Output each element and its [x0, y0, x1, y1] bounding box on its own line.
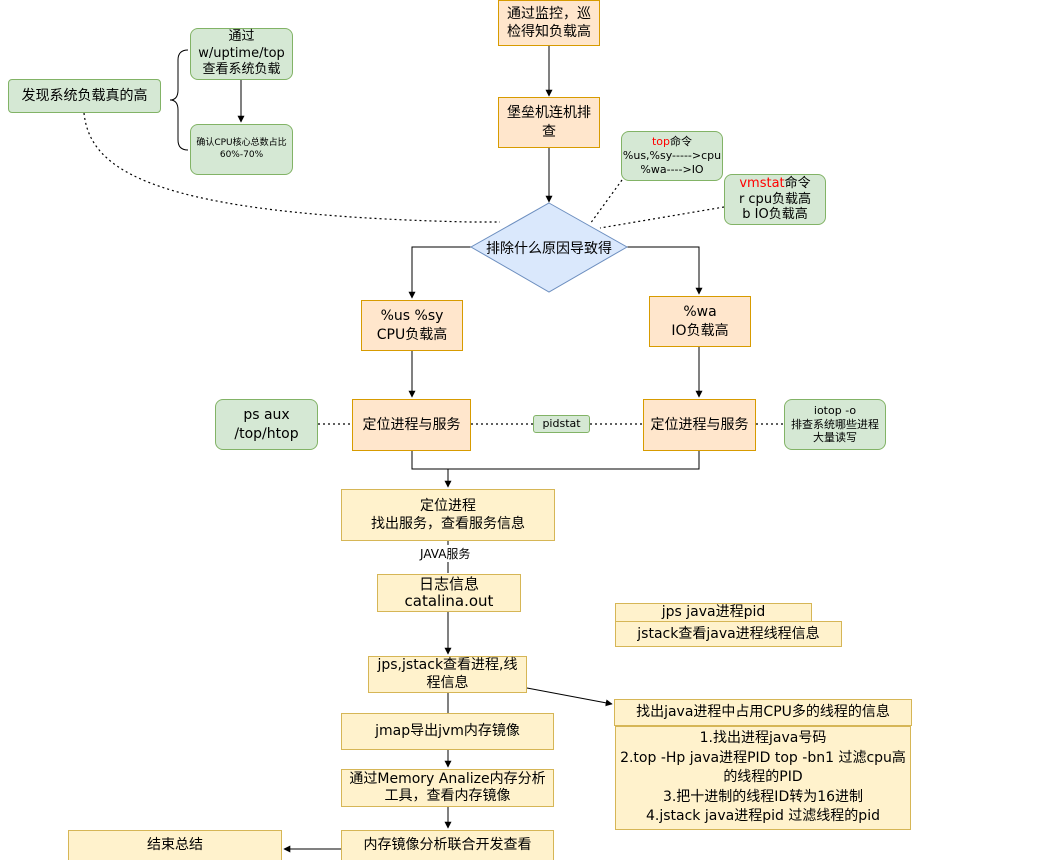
node-monitor-text: 通过监控，巡检得知负载高 — [507, 5, 591, 40]
node-monitor: 通过监控，巡检得知负载高 — [498, 0, 600, 46]
node-steps: 1.找出进程java号码 2.top -Hp java进程PID top -bn… — [615, 726, 911, 830]
node-bastion-text: 堡垒机连机排查 — [507, 105, 591, 140]
node-summary: 结束总结 — [68, 830, 282, 860]
vmstat-line-3: b IO负载高 — [742, 207, 808, 223]
step-2: 2.top -Hp java进程PID top -bn1 过滤cpu高的线程的P… — [620, 749, 906, 786]
node-uptime-text: 通过w/uptime/top查看系统负载 — [198, 28, 285, 78]
summary-text: 结束总结 — [147, 837, 203, 854]
node-jstack-info: jstack查看java进程线程信息 — [615, 621, 842, 647]
ps-aux-line-1: ps aux — [243, 407, 290, 424]
node-ps-aux: ps aux /top/htop — [215, 399, 318, 450]
top-cmd-suffix: 命令 — [670, 134, 693, 148]
node-locate-left: 定位进程与服务 — [352, 399, 471, 451]
vmstat-keyword: vmstat — [739, 176, 785, 192]
log-line-2: catalina.out — [404, 592, 494, 610]
node-jstack: jps,jstack查看进程,线程信息 — [368, 656, 527, 693]
merge-right — [448, 451, 700, 470]
node-jps-pid: jps java进程pid — [615, 603, 812, 622]
locate-process-line-1: 定位进程 — [420, 497, 476, 514]
dotted-vmstat-decision — [599, 206, 725, 229]
vmstat-title: vmstat命令 — [739, 176, 810, 192]
node-cpu-core: 确认CPU核心总数占比60%-70% — [190, 124, 293, 175]
node-locate-process: 定位进程 找出服务，查看服务信息 — [341, 489, 555, 541]
iotop-line-2: 排查系统哪些进程 — [791, 417, 879, 431]
top-line-3: %wa---->IO — [640, 163, 704, 177]
cpu-branch-line-2: CPU负载高 — [376, 326, 448, 343]
io-branch-line-2: IO负载高 — [671, 322, 729, 339]
arrow-decision-io — [627, 246, 703, 295]
step-4: 4.jstack java进程pid 过滤线程的pid — [646, 808, 880, 825]
dotted-discover-decision — [83, 112, 500, 223]
cpu-branch-line-1: %us %sy — [380, 308, 444, 325]
node-io-branch: %wa IO负载高 — [649, 296, 751, 347]
vmstat-line-2: r cpu负载高 — [738, 191, 812, 207]
locate-right-text: 定位进程与服务 — [650, 416, 749, 433]
step-1: 1.找出进程java号码 — [699, 730, 827, 747]
node-log: 日志信息 catalina.out — [377, 574, 521, 612]
jstack-text: jps,jstack查看进程,线程信息 — [377, 657, 518, 691]
node-top-cmd: top命令 %us,%sy----->cpu %wa---->IO — [621, 131, 723, 181]
decision-diamond — [469, 202, 629, 293]
iotop-line-1: iotop -o — [813, 403, 857, 417]
node-jmap: jmap导出jvm内存镜像 — [341, 713, 554, 750]
find-cpu-text: 找出java进程中占用CPU多的线程的信息 — [636, 704, 890, 721]
top-keyword: top — [651, 134, 671, 148]
memory-analyzer-text: 通过Memory Analize内存分析工具，查看内存镜像 — [349, 770, 546, 805]
node-locate-right: 定位进程与服务 — [643, 399, 756, 451]
io-branch-line-1: %wa — [683, 304, 717, 321]
node-pidstat: pidstat — [533, 415, 590, 433]
node-analyze: 内存镜像分析联合开发查看 — [341, 830, 554, 860]
step-3: 3.把十进制的线程ID转为16进制 — [662, 788, 864, 805]
merge-left — [411, 451, 448, 470]
node-vmstat: vmstat命令 r cpu负载高 b IO负载高 — [724, 174, 826, 225]
ps-aux-line-2: /top/htop — [234, 425, 299, 442]
jstack-info-text: jstack查看java进程线程信息 — [637, 625, 820, 642]
node-bastion: 堡垒机连机排查 — [498, 97, 600, 148]
locate-left-text: 定位进程与服务 — [362, 416, 461, 433]
analyze-text: 内存镜像分析联合开发查看 — [363, 837, 532, 854]
vmstat-suffix: 命令 — [784, 176, 811, 192]
node-cpu-branch: %us %sy CPU负载高 — [361, 300, 463, 351]
pidstat-text: pidstat — [542, 416, 581, 430]
jps-pid-text: jps java进程pid — [661, 604, 766, 621]
node-find-cpu: 找出java进程中占用CPU多的线程的信息 — [614, 699, 912, 726]
node-cpu-core-text: 确认CPU核心总数占比60%-70% — [196, 137, 287, 160]
arrow-decision-cpu — [408, 246, 471, 299]
node-memory-analyzer: 通过Memory Analize内存分析工具，查看内存镜像 — [341, 769, 554, 807]
jmap-text: jmap导出jvm内存镜像 — [375, 723, 520, 740]
iotop-line-3: 大量读写 — [813, 431, 857, 445]
arrow-jstack-findcpu — [526, 687, 613, 707]
node-discover-text: 发现系统负载真的高 — [21, 87, 148, 104]
dotted-top-decision — [589, 179, 623, 225]
locate-process-line-2: 找出服务，查看服务信息 — [371, 516, 525, 532]
decision-label: 排除什么原因导致得 — [486, 241, 612, 257]
node-uptime: 通过w/uptime/top查看系统负载 — [190, 28, 293, 80]
curly-brace — [169, 49, 189, 151]
node-discover: 发现系统负载真的高 — [8, 79, 161, 113]
java-service-label: JAVA服务 — [419, 545, 472, 562]
node-iotop: iotop -o 排查系统哪些进程 大量读写 — [784, 399, 886, 450]
top-cmd-title: top命令 — [652, 135, 692, 149]
top-line-2: %us,%sy----->cpu — [622, 148, 722, 162]
log-line-1: 日志信息 — [418, 574, 479, 593]
